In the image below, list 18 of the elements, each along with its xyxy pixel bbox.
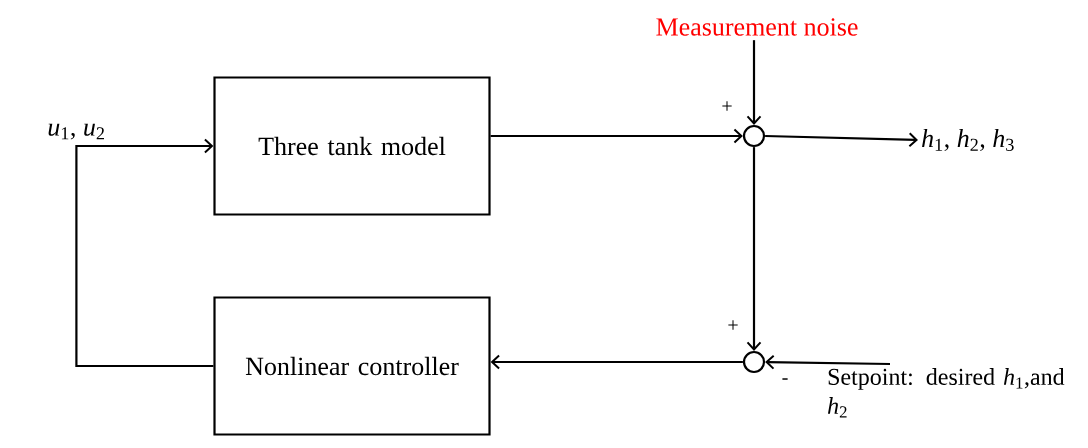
edge-label: u$_{1}$, u$_{2}$ — [48, 123, 104, 140]
signal-label: Measurement noise — [656, 18, 858, 36]
block-box: Three tank model — [213, 76, 491, 216]
arrow — [765, 354, 891, 370]
sign-label: + — [722, 101, 732, 111]
block-box: Nonlinear controller — [213, 296, 491, 436]
sign-label: - — [782, 378, 788, 380]
arrow — [490, 128, 743, 144]
arrow — [746, 40, 762, 125]
summing-junction — [742, 350, 766, 374]
arrow — [765, 132, 918, 148]
signal-label: h$_{1}$, h$_{2}$, h$_{3}$ — [922, 129, 1014, 151]
sign-label: + — [728, 320, 738, 330]
arrow — [490, 354, 743, 370]
arrow — [75, 138, 214, 368]
signal-label: Setpoint: desired h$_{1}$,and h$_{2}$ — [827, 368, 1065, 418]
summing-junction — [742, 124, 766, 148]
arrow — [746, 147, 762, 351]
